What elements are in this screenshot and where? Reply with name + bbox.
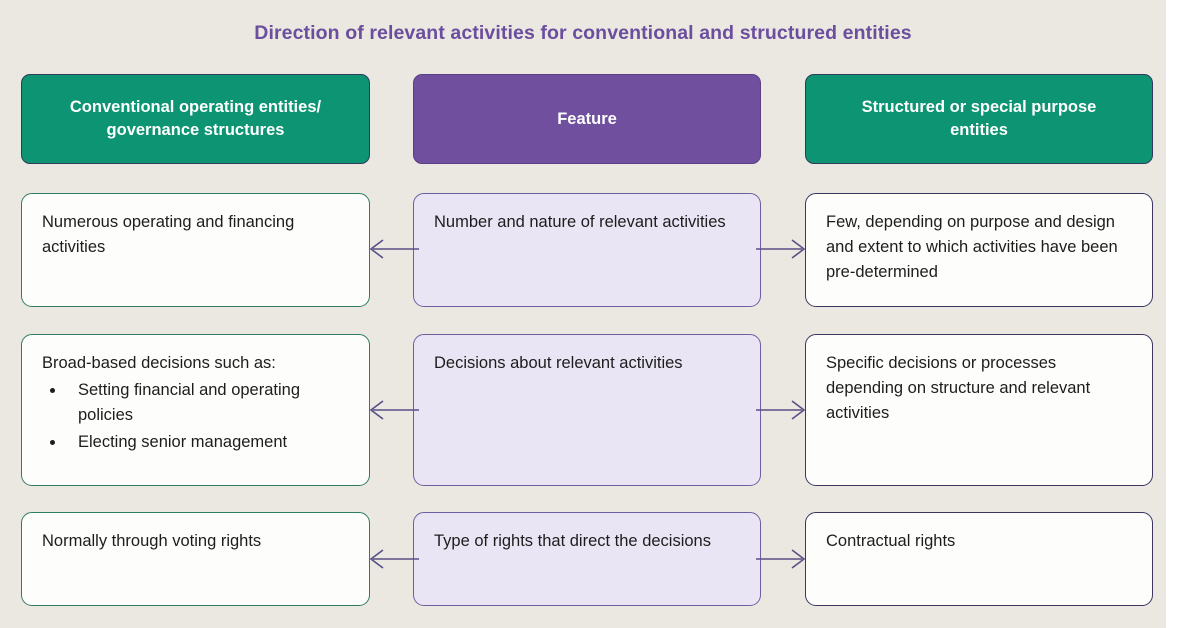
cell-intro-text: Broad-based decisions such as: [42,354,276,372]
column-header-structured-label: Structured or special purpose entities [822,96,1136,142]
list-item-label: Electing senior management [78,433,288,452]
arrow-left-icon-row-2 [365,399,419,421]
column-header-conventional-label: Conventional operating entities/ governa… [38,96,353,142]
arrow-right-icon-row-1 [756,238,810,260]
cell-text: Few, depending on purpose and design and… [826,213,1118,282]
cell-feature-row-2: Decisions about relevant activities [413,334,761,486]
cell-text: Contractual rights [826,532,956,550]
list-item-label: Setting financial and operating policies [78,381,300,425]
header-line-2: governance structures [106,121,285,139]
cell-text: Numerous operating and financing activit… [42,213,295,257]
cell-feature-row-1: Number and nature of relevant activities [413,193,761,307]
cell-structured-row-1: Few, depending on purpose and design and… [805,193,1153,307]
cell-structured-row-3: Contractual rights [805,512,1153,606]
column-header-feature-label: Feature [557,109,617,128]
cell-structured-row-2: Specific decisions or processes dependin… [805,334,1153,486]
list-item: Setting financial and operating policies [42,378,351,428]
cell-conventional-row-1: Numerous operating and financing activit… [21,193,370,307]
cell-text: Number and nature of relevant activities [434,213,726,231]
cell-conventional-row-2: Broad-based decisions such as: Setting f… [21,334,370,486]
arrow-right-icon-row-3 [756,548,810,570]
cell-text: Specific decisions or processes dependin… [826,354,1091,423]
bullet-dot-icon [50,440,55,446]
page-title: Direction of relevant activities for con… [254,22,912,44]
cell-text: Decisions about relevant activities [434,354,683,372]
cell-text: Normally through voting rights [42,532,262,550]
arrow-right-icon-row-2 [756,399,810,421]
header-line-1: Structured or special purpose [861,98,1097,117]
list-item: Electing senior management [42,430,351,455]
cell-feature-row-3: Type of rights that direct the decisions [413,512,761,606]
column-header-structured: Structured or special purpose entities [805,74,1153,164]
bullet-list: Setting financial and operating policies… [42,378,351,455]
header-line-2: entities [950,121,1008,139]
header-line-1: Conventional operating entities/ [69,98,322,117]
arrow-left-icon-row-1 [365,238,419,260]
column-header-conventional: Conventional operating entities/ governa… [21,74,370,164]
cell-text: Type of rights that direct the decisions [434,532,711,550]
column-header-feature: Feature [413,74,761,164]
arrow-left-icon-row-3 [365,548,419,570]
cell-conventional-row-3: Normally through voting rights [21,512,370,606]
bullet-dot-icon [50,388,55,394]
